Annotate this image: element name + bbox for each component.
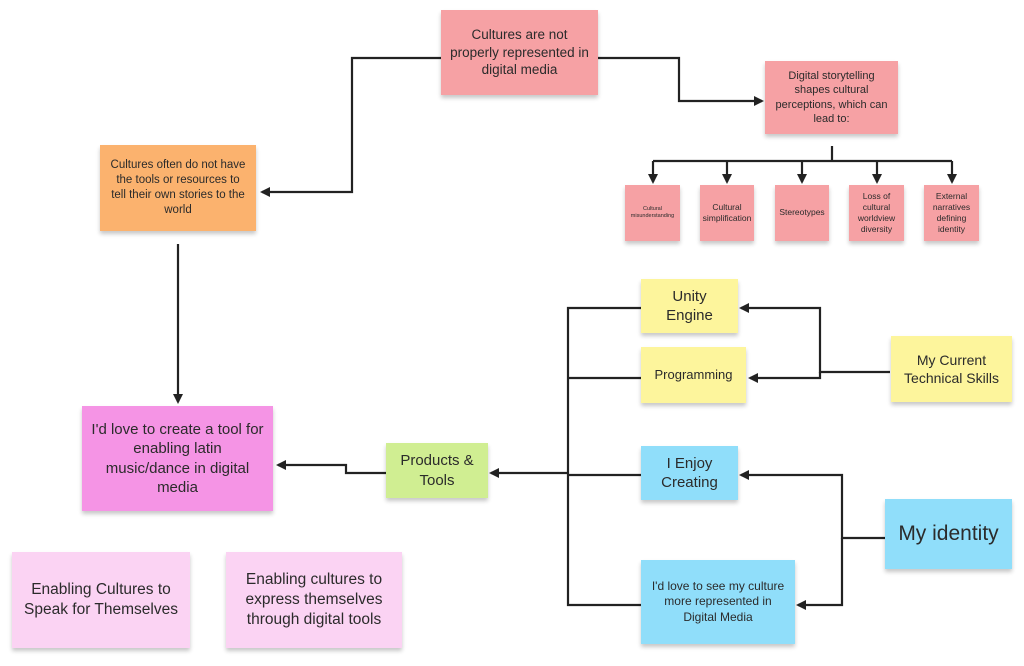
note-unity: Unity Engine [641,279,738,333]
note-products: Products & Tools [386,443,488,498]
arrow-identity-to-see-culture [796,538,844,610]
note-no-tools: Cultures often do not have the tools or … [100,145,256,231]
note-misunderstanding: Cultural misunderstanding [625,185,680,241]
note-diversity-text: Loss of cultural worldview diversity [857,190,896,235]
arrow-not-represented-to-no-tools [260,56,441,197]
note-see-culture: I'd love to see my culture more represen… [641,560,795,644]
note-skills: My Current Technical Skills [891,336,1012,402]
note-stereotypes-text: Stereotypes [779,207,825,218]
note-speak-text: Enabling Cultures to Speak for Themselve… [24,580,178,618]
note-identity-text: My identity [898,522,999,546]
note-identity: My identity [885,499,1012,569]
note-narratives: External narratives defining identity [924,185,979,241]
note-no-tools-text: Cultures often do not have the tools or … [110,159,246,216]
note-not-represented: Cultures are not properly represented in… [441,10,598,95]
note-skills-text: My Current Technical Skills [904,351,999,386]
note-unity-text: Unity Engine [666,287,713,325]
bracket-to-products [566,306,641,607]
note-speak: Enabling Cultures to Speak for Themselve… [12,552,190,648]
note-stereotypes: Stereotypes [775,185,829,241]
note-express: Enabling cultures to express themselves … [226,552,402,648]
note-narratives-text: External narratives defining identity [932,190,971,235]
note-misunderstanding-text: Cultural misunderstanding [630,205,675,219]
note-see-culture-text: I'd love to see my culture more represen… [651,578,785,624]
note-create-tool: I'd love to create a tool for enabling l… [82,406,273,511]
arrow-identity-to-enjoy [739,470,885,540]
note-express-text: Enabling cultures to express themselves … [245,570,383,629]
storytelling-branch-stem [653,146,952,163]
note-storytelling-text: Digital storytelling shapes cultural per… [775,69,888,125]
note-programming-text: Programming [654,366,733,382]
note-create-tool-text: I'd love to create a tool for enabling l… [91,420,264,497]
arrow-skills-to-programming [748,372,822,383]
note-programming: Programming [641,347,746,403]
arrow-products-to-create-tool [276,460,386,475]
arrow-skills-to-unity [739,303,890,374]
note-enjoy: I Enjoy Creating [641,446,738,500]
note-diversity: Loss of cultural worldview diversity [849,185,904,241]
arrow-not-represented-to-storytelling [598,56,764,106]
note-simplification: Cultural simplification [700,185,754,241]
note-simplification-text: Cultural simplification [702,201,752,223]
note-products-text: Products & Tools [400,452,474,489]
note-not-represented-text: Cultures are not properly represented in… [450,27,589,78]
note-enjoy-text: I Enjoy Creating [661,454,718,492]
note-storytelling: Digital storytelling shapes cultural per… [765,61,898,134]
